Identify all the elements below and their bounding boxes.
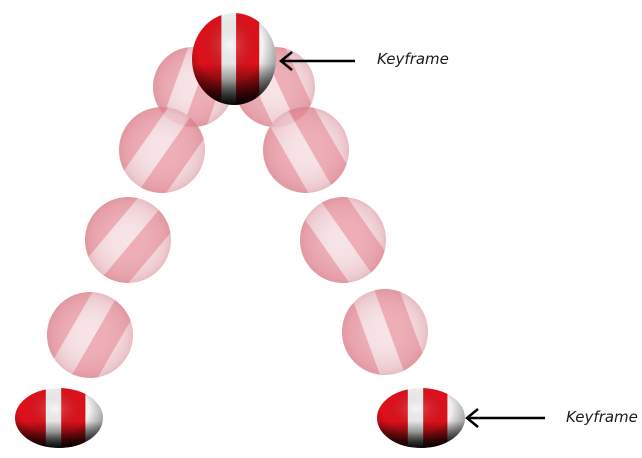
bottom-keyframe-arrow	[465, 408, 545, 428]
bottom-keyframe-label: Keyframe	[566, 408, 638, 426]
keyframe-ball-icon	[377, 388, 465, 448]
ghost-ball-icon	[119, 107, 205, 193]
ghost-ball-icon	[342, 289, 428, 375]
inbetween-frames	[47, 47, 428, 378]
keyframe-balls	[15, 13, 465, 448]
ghost-ball-icon	[47, 292, 133, 378]
ghost-ball-icon	[85, 197, 171, 283]
ghost-ball-icon	[263, 107, 349, 193]
keyframe-ball-icon	[192, 13, 276, 105]
keyframe-ball-icon	[15, 388, 103, 448]
top-keyframe-label: Keyframe	[377, 50, 449, 68]
ghost-ball-icon	[300, 197, 386, 283]
top-keyframe-arrow	[279, 51, 355, 71]
